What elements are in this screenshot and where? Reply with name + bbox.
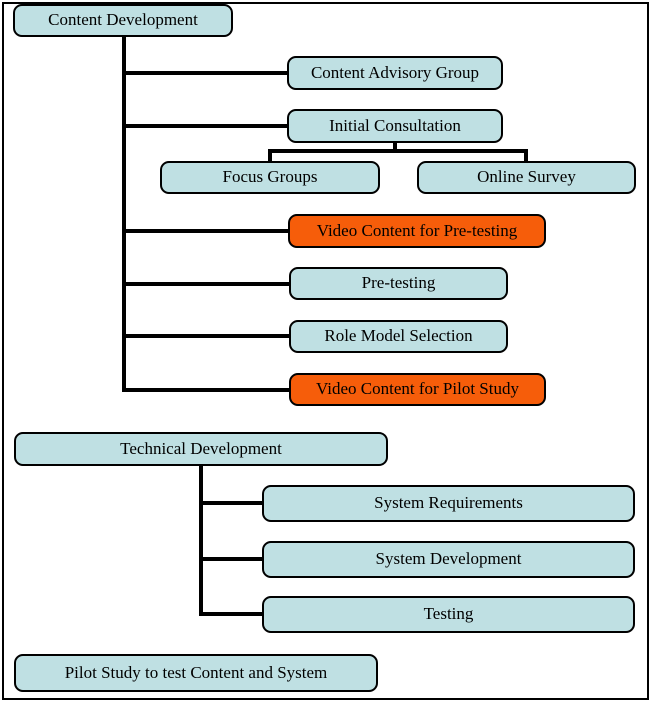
node-label: Testing bbox=[423, 604, 474, 624]
node-testing: Testing bbox=[262, 596, 635, 633]
connector-stub-initial-consultation bbox=[393, 141, 397, 153]
node-label: Focus Groups bbox=[222, 167, 318, 187]
node-label: Online Survey bbox=[477, 167, 576, 187]
node-label: Content Development bbox=[48, 10, 198, 30]
node-online-survey: Online Survey bbox=[417, 161, 636, 194]
connector-branch-role-model bbox=[122, 334, 289, 338]
node-pre-testing: Pre-testing bbox=[289, 267, 508, 300]
node-pilot-study-to-test-content-and-system: Pilot Study to test Content and System bbox=[14, 654, 378, 692]
connector-branch-testing bbox=[199, 612, 262, 616]
connector-branch-initial-consultation bbox=[122, 124, 287, 128]
node-focus-groups: Focus Groups bbox=[160, 161, 380, 194]
node-content-advisory-group: Content Advisory Group bbox=[287, 56, 503, 90]
node-role-model-selection: Role Model Selection bbox=[289, 320, 508, 353]
node-initial-consultation: Initial Consultation bbox=[287, 109, 503, 143]
connector-branch-video-pretesting bbox=[122, 229, 288, 233]
node-label: Content Advisory Group bbox=[310, 62, 480, 82]
node-label: Video Content for Pilot Study bbox=[316, 379, 519, 399]
node-system-requirements: System Requirements bbox=[262, 485, 635, 522]
node-video-content-for-pre-testing: Video Content for Pre-testing bbox=[288, 214, 546, 248]
node-label: Video Content for Pre-testing bbox=[316, 220, 518, 240]
connector-branch-system-development bbox=[199, 557, 262, 561]
node-label: Initial Consultation bbox=[329, 115, 461, 135]
node-label: Pilot Study to test Content and System bbox=[64, 662, 328, 682]
node-content-development: Content Development bbox=[13, 4, 233, 37]
node-system-development: System Development bbox=[262, 541, 635, 578]
node-label: Role Model Selection bbox=[324, 326, 473, 346]
connector-branch-system-requirements bbox=[199, 501, 262, 505]
connector-trunk-technical bbox=[199, 464, 203, 616]
connector-drop-online-survey bbox=[524, 149, 528, 162]
connector-drop-focus-groups bbox=[268, 149, 272, 162]
connector-bar-consultation-children bbox=[268, 149, 528, 153]
node-label: System Development bbox=[375, 549, 522, 569]
node-label: Technical Development bbox=[120, 438, 282, 458]
connector-trunk-content bbox=[122, 36, 126, 392]
node-label: System Requirements bbox=[374, 493, 523, 513]
connector-branch-pre-testing bbox=[122, 282, 289, 286]
connector-branch-video-pilot bbox=[122, 388, 289, 392]
connector-branch-content-advisory bbox=[122, 71, 287, 75]
node-technical-development: Technical Development bbox=[14, 432, 388, 466]
node-video-content-for-pilot-study: Video Content for Pilot Study bbox=[289, 373, 546, 406]
node-label: Pre-testing bbox=[361, 273, 436, 293]
